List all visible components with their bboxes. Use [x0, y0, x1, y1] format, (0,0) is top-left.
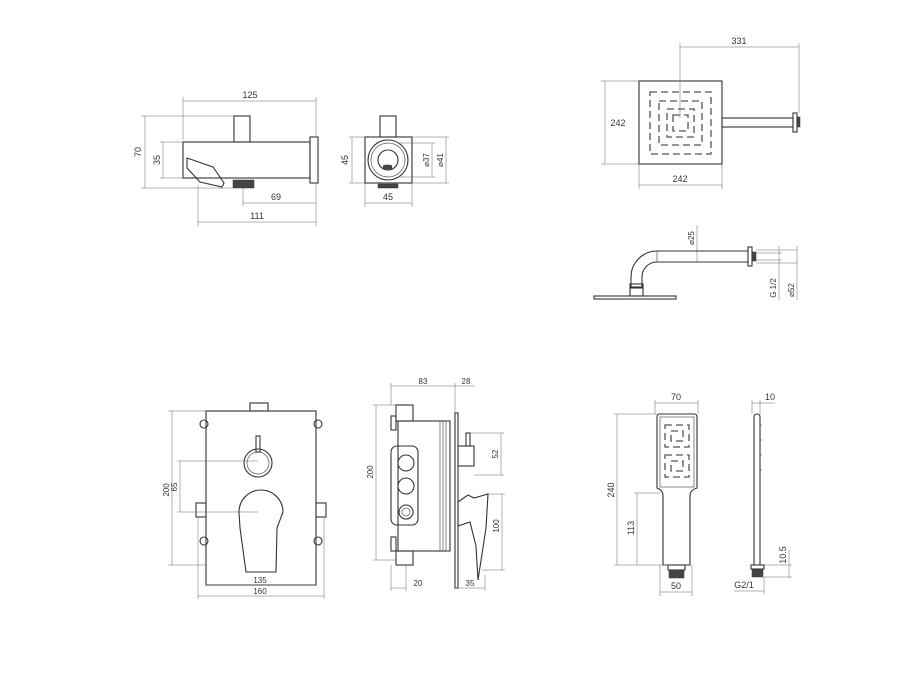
dim-lever-depth: 35 — [466, 579, 475, 588]
dim-outer-diameter: ⌀41 — [436, 153, 445, 167]
bath-spout-side-view: 125 70 35 69 111 — [133, 90, 319, 226]
aerator — [232, 179, 255, 189]
spout-body — [182, 141, 311, 179]
dim-handle-length: 113 — [626, 521, 636, 535]
dim-arm-reach: 331 — [731, 36, 746, 46]
dim-width: 70 — [671, 392, 681, 402]
dim-body-depth: 83 — [419, 377, 428, 386]
dim-arm-diameter: ⌀25 — [687, 231, 696, 245]
hand-shower-front-view: 70 240 113 50 — [606, 392, 699, 596]
dim-width: 242 — [672, 174, 687, 184]
head-plate-edge — [593, 295, 677, 300]
diverter-knob — [379, 115, 397, 138]
dim-inner-diameter: ⌀37 — [422, 153, 431, 167]
dim-projection: 111 — [250, 211, 264, 221]
dim-flange-diameter: ⌀52 — [787, 283, 796, 297]
dim-thread: G2/1 — [734, 580, 754, 590]
dim-height: 200 — [366, 465, 375, 479]
dim-connector-length: 10.5 — [778, 546, 788, 564]
dim-outlet-distance: 69 — [271, 192, 281, 202]
dim-inner-width: 135 — [253, 576, 267, 585]
mixer-front-view: 200 65 135 160 — [162, 402, 327, 599]
cover-plate-edge — [454, 412, 459, 589]
dim-thickness: 10 — [765, 392, 775, 402]
dim-length: 240 — [606, 482, 616, 497]
mixer-side-view: 83 28 200 52 100 20 35 — [366, 377, 505, 591]
dim-body-height: 35 — [152, 155, 162, 165]
mixer-lever — [238, 489, 284, 573]
dim-height: 45 — [340, 155, 350, 165]
shower-arm-side-view: ⌀25 G 1/2 ⌀52 — [593, 225, 798, 300]
dim-knob-spacing: 65 — [170, 482, 179, 491]
dim-height: 242 — [610, 118, 625, 128]
hand-shower-side-view: 10 10.5 G2/1 — [734, 392, 792, 594]
dim-plate-projection: 28 — [462, 377, 471, 386]
dim-handle-width: 50 — [671, 581, 681, 591]
head-plate — [638, 80, 723, 165]
dim-knob-height: 52 — [491, 449, 500, 458]
side-lever — [457, 493, 489, 581]
dim-inlet-offset: 20 — [414, 579, 423, 588]
diverter-knob — [233, 115, 251, 143]
dim-height: 70 — [133, 147, 143, 157]
dim-lever-height: 100 — [492, 519, 501, 533]
dim-plate-width: 160 — [253, 587, 267, 596]
dim-length: 125 — [242, 90, 257, 100]
hand-shower-body — [656, 413, 698, 566]
valve-body — [397, 420, 451, 552]
shower-arm — [721, 117, 794, 128]
shower-head-top-view: 331 242 242 — [601, 36, 801, 189]
bath-spout-front-view: 45 45 ⌀37 ⌀41 — [340, 115, 449, 207]
dim-thread: G 1/2 — [769, 278, 778, 298]
spout-nozzle — [186, 157, 225, 188]
wall-plate — [309, 136, 319, 184]
dim-width: 45 — [383, 192, 393, 202]
dim-height: 200 — [162, 483, 171, 497]
cover-plate — [205, 410, 317, 586]
diverter-knob — [243, 448, 273, 478]
